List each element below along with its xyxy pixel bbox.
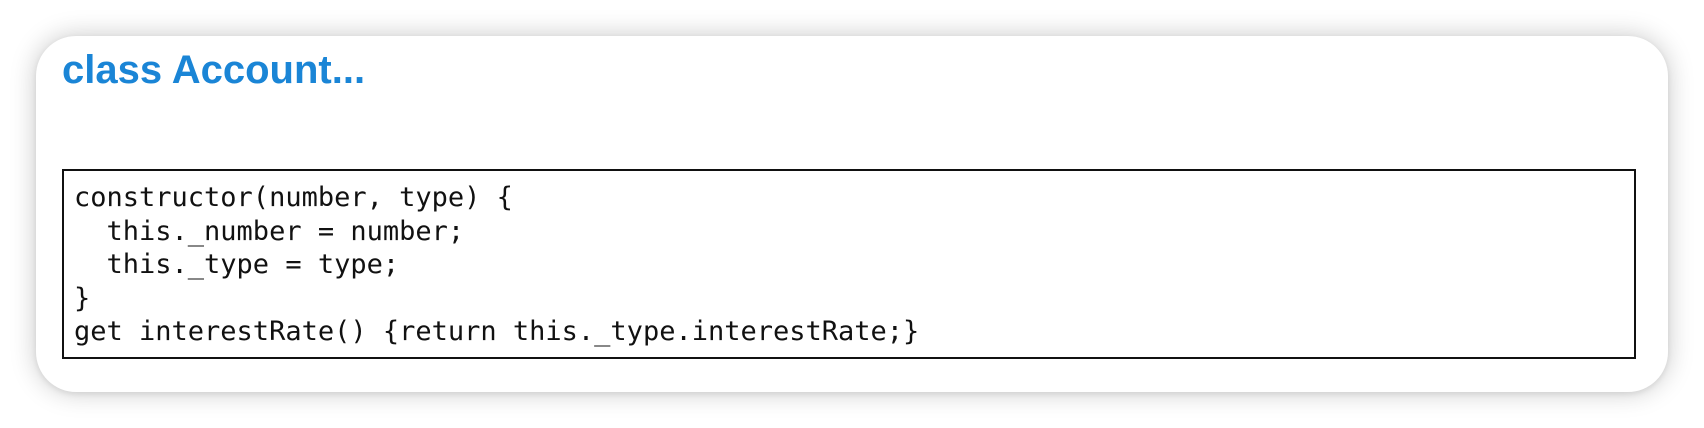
code-line: get interestRate() {return this._type.in… (74, 316, 920, 347)
code-card: class Account... constructor(number, typ… (36, 36, 1668, 392)
class-title: class Account... (62, 48, 366, 92)
code-line: this._type = type; (74, 249, 400, 280)
code-line: this._number = number; (74, 215, 465, 247)
code-line: constructor(number, type) { (74, 182, 513, 213)
code-line: } (74, 282, 91, 314)
code-block: constructor(number, type) { this._number… (62, 169, 1636, 359)
